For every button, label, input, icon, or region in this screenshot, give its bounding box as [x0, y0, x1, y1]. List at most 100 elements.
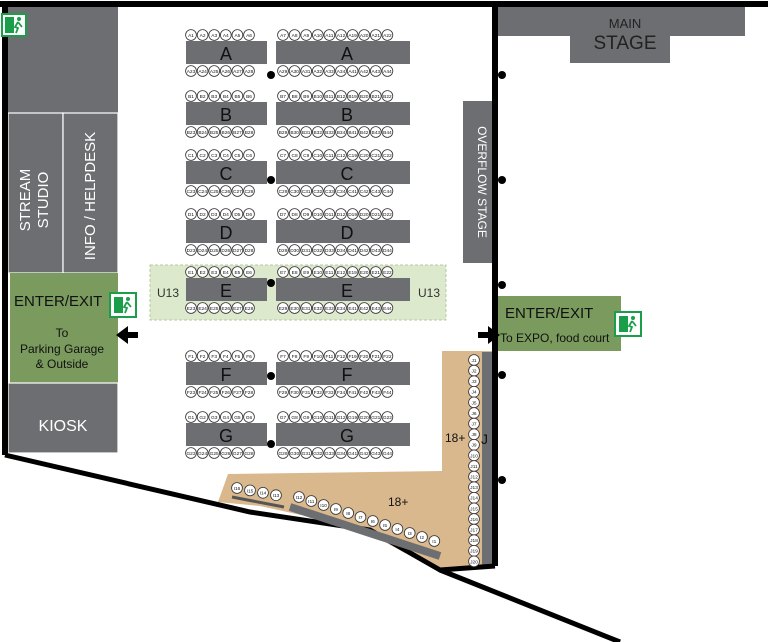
seat[interactable]: A24 [196, 65, 209, 77]
seat[interactable]: G4 [220, 411, 232, 423]
seat[interactable]: I13 [270, 489, 282, 502]
seat[interactable]: F22 [381, 350, 394, 362]
seat[interactable]: E26 [220, 302, 232, 314]
seat[interactable]: A41 [346, 65, 359, 77]
seat[interactable]: B1 [185, 90, 197, 102]
seat[interactable]: D6 [243, 208, 255, 220]
seat[interactable]: C32 [311, 185, 324, 197]
seat[interactable]: C28 [243, 185, 255, 197]
seat[interactable]: F5 [231, 350, 244, 362]
seat[interactable]: G41 [346, 447, 359, 459]
seat[interactable]: F11 [323, 350, 336, 362]
seat[interactable]: F29 [277, 386, 289, 398]
seat[interactable]: I14 [257, 486, 269, 499]
seat[interactable]: D2 [196, 208, 209, 220]
seat[interactable]: G31 [300, 447, 313, 459]
seat[interactable]: D44 [381, 244, 394, 256]
seat[interactable]: F8 [288, 350, 301, 362]
seat[interactable]: B2 [196, 90, 209, 102]
seat[interactable]: G26 [220, 447, 232, 459]
seat[interactable]: B29 [277, 126, 289, 138]
seat[interactable]: A1 [185, 29, 197, 41]
seat[interactable]: F26 [220, 386, 232, 398]
seat[interactable]: I2 [416, 531, 428, 543]
seat[interactable]: F1 [185, 350, 197, 362]
seat[interactable]: J20 [468, 555, 480, 568]
seat[interactable]: J17 [468, 523, 480, 536]
seat[interactable]: B3 [208, 90, 221, 102]
seat[interactable]: E24 [196, 302, 209, 314]
seat[interactable]: G29 [277, 447, 289, 459]
seat[interactable]: J9 [468, 438, 480, 451]
seat[interactable]: J5 [468, 396, 480, 409]
seat[interactable]: F2 [196, 350, 209, 362]
seat[interactable]: A25 [208, 65, 221, 77]
seat[interactable]: F33 [323, 386, 336, 398]
seat[interactable]: F43 [369, 386, 382, 398]
seat[interactable]: A7 [277, 29, 289, 41]
seat[interactable]: A28 [243, 65, 255, 77]
seat[interactable]: D31 [300, 244, 313, 256]
seat[interactable]: G30 [288, 447, 301, 459]
seat[interactable]: E31 [300, 302, 313, 314]
seat[interactable]: C44 [381, 185, 394, 197]
seat[interactable]: C5 [231, 149, 244, 161]
seat[interactable]: C26 [220, 185, 232, 197]
seat[interactable]: G43 [369, 447, 382, 459]
seat[interactable]: B9 [300, 90, 313, 102]
seat[interactable]: G11 [323, 411, 336, 423]
seat[interactable]: G28 [243, 447, 255, 459]
seat[interactable]: E5 [231, 266, 244, 278]
seat[interactable]: G6 [243, 411, 255, 423]
seat[interactable]: I8 [342, 507, 355, 519]
seat[interactable]: I11 [305, 495, 318, 507]
seat[interactable]: C3 [208, 149, 221, 161]
seat[interactable]: A23 [185, 65, 197, 77]
seat[interactable]: D23 [185, 244, 197, 256]
seat[interactable]: E11 [323, 266, 336, 278]
seat[interactable]: C10 [311, 149, 324, 161]
seat[interactable]: C27 [231, 185, 244, 197]
seat[interactable]: C33 [323, 185, 336, 197]
seat[interactable]: G33 [323, 447, 336, 459]
seat[interactable]: A44 [381, 65, 394, 77]
seat[interactable]: E27 [231, 302, 244, 314]
seat[interactable]: J1 [468, 354, 480, 366]
seat[interactable]: F23 [185, 386, 197, 398]
seat[interactable]: E30 [288, 302, 301, 314]
seat[interactable]: D33 [323, 244, 336, 256]
seat[interactable]: C23 [185, 185, 197, 197]
seat[interactable]: I4 [391, 523, 404, 535]
seat[interactable]: F44 [381, 386, 394, 398]
seat[interactable]: I1 [428, 535, 441, 547]
seat[interactable]: A3 [208, 29, 221, 41]
seat[interactable]: D22 [381, 208, 394, 220]
seat[interactable]: F20 [358, 350, 371, 362]
seat[interactable]: A8 [288, 29, 301, 41]
seat[interactable]: F12 [335, 350, 347, 362]
seat[interactable]: B27 [231, 126, 244, 138]
seat[interactable]: J7 [468, 417, 480, 430]
seat[interactable]: E29 [277, 302, 289, 314]
seat[interactable]: F25 [208, 386, 221, 398]
seat[interactable]: E32 [311, 302, 324, 314]
seat[interactable]: E20 [358, 266, 371, 278]
seat[interactable]: B20 [358, 90, 371, 102]
seat[interactable]: D28 [243, 244, 255, 256]
seat[interactable]: C25 [208, 185, 221, 197]
seat[interactable]: F24 [196, 386, 209, 398]
seat[interactable]: D1 [185, 208, 197, 220]
seat[interactable]: C20 [358, 149, 371, 161]
seat[interactable]: A32 [311, 65, 324, 77]
seat[interactable]: A9 [300, 29, 313, 41]
seat[interactable]: B43 [369, 126, 382, 138]
seat[interactable]: A21 [369, 29, 382, 41]
seat[interactable]: F42 [358, 386, 371, 398]
seat[interactable]: J10 [468, 449, 480, 462]
seat[interactable]: C7 [277, 149, 289, 161]
seat[interactable]: F9 [300, 350, 313, 362]
seat[interactable]: E3 [208, 266, 221, 278]
seat[interactable]: B4 [220, 90, 232, 102]
seat[interactable]: A5 [231, 29, 244, 41]
seat[interactable]: F32 [311, 386, 324, 398]
